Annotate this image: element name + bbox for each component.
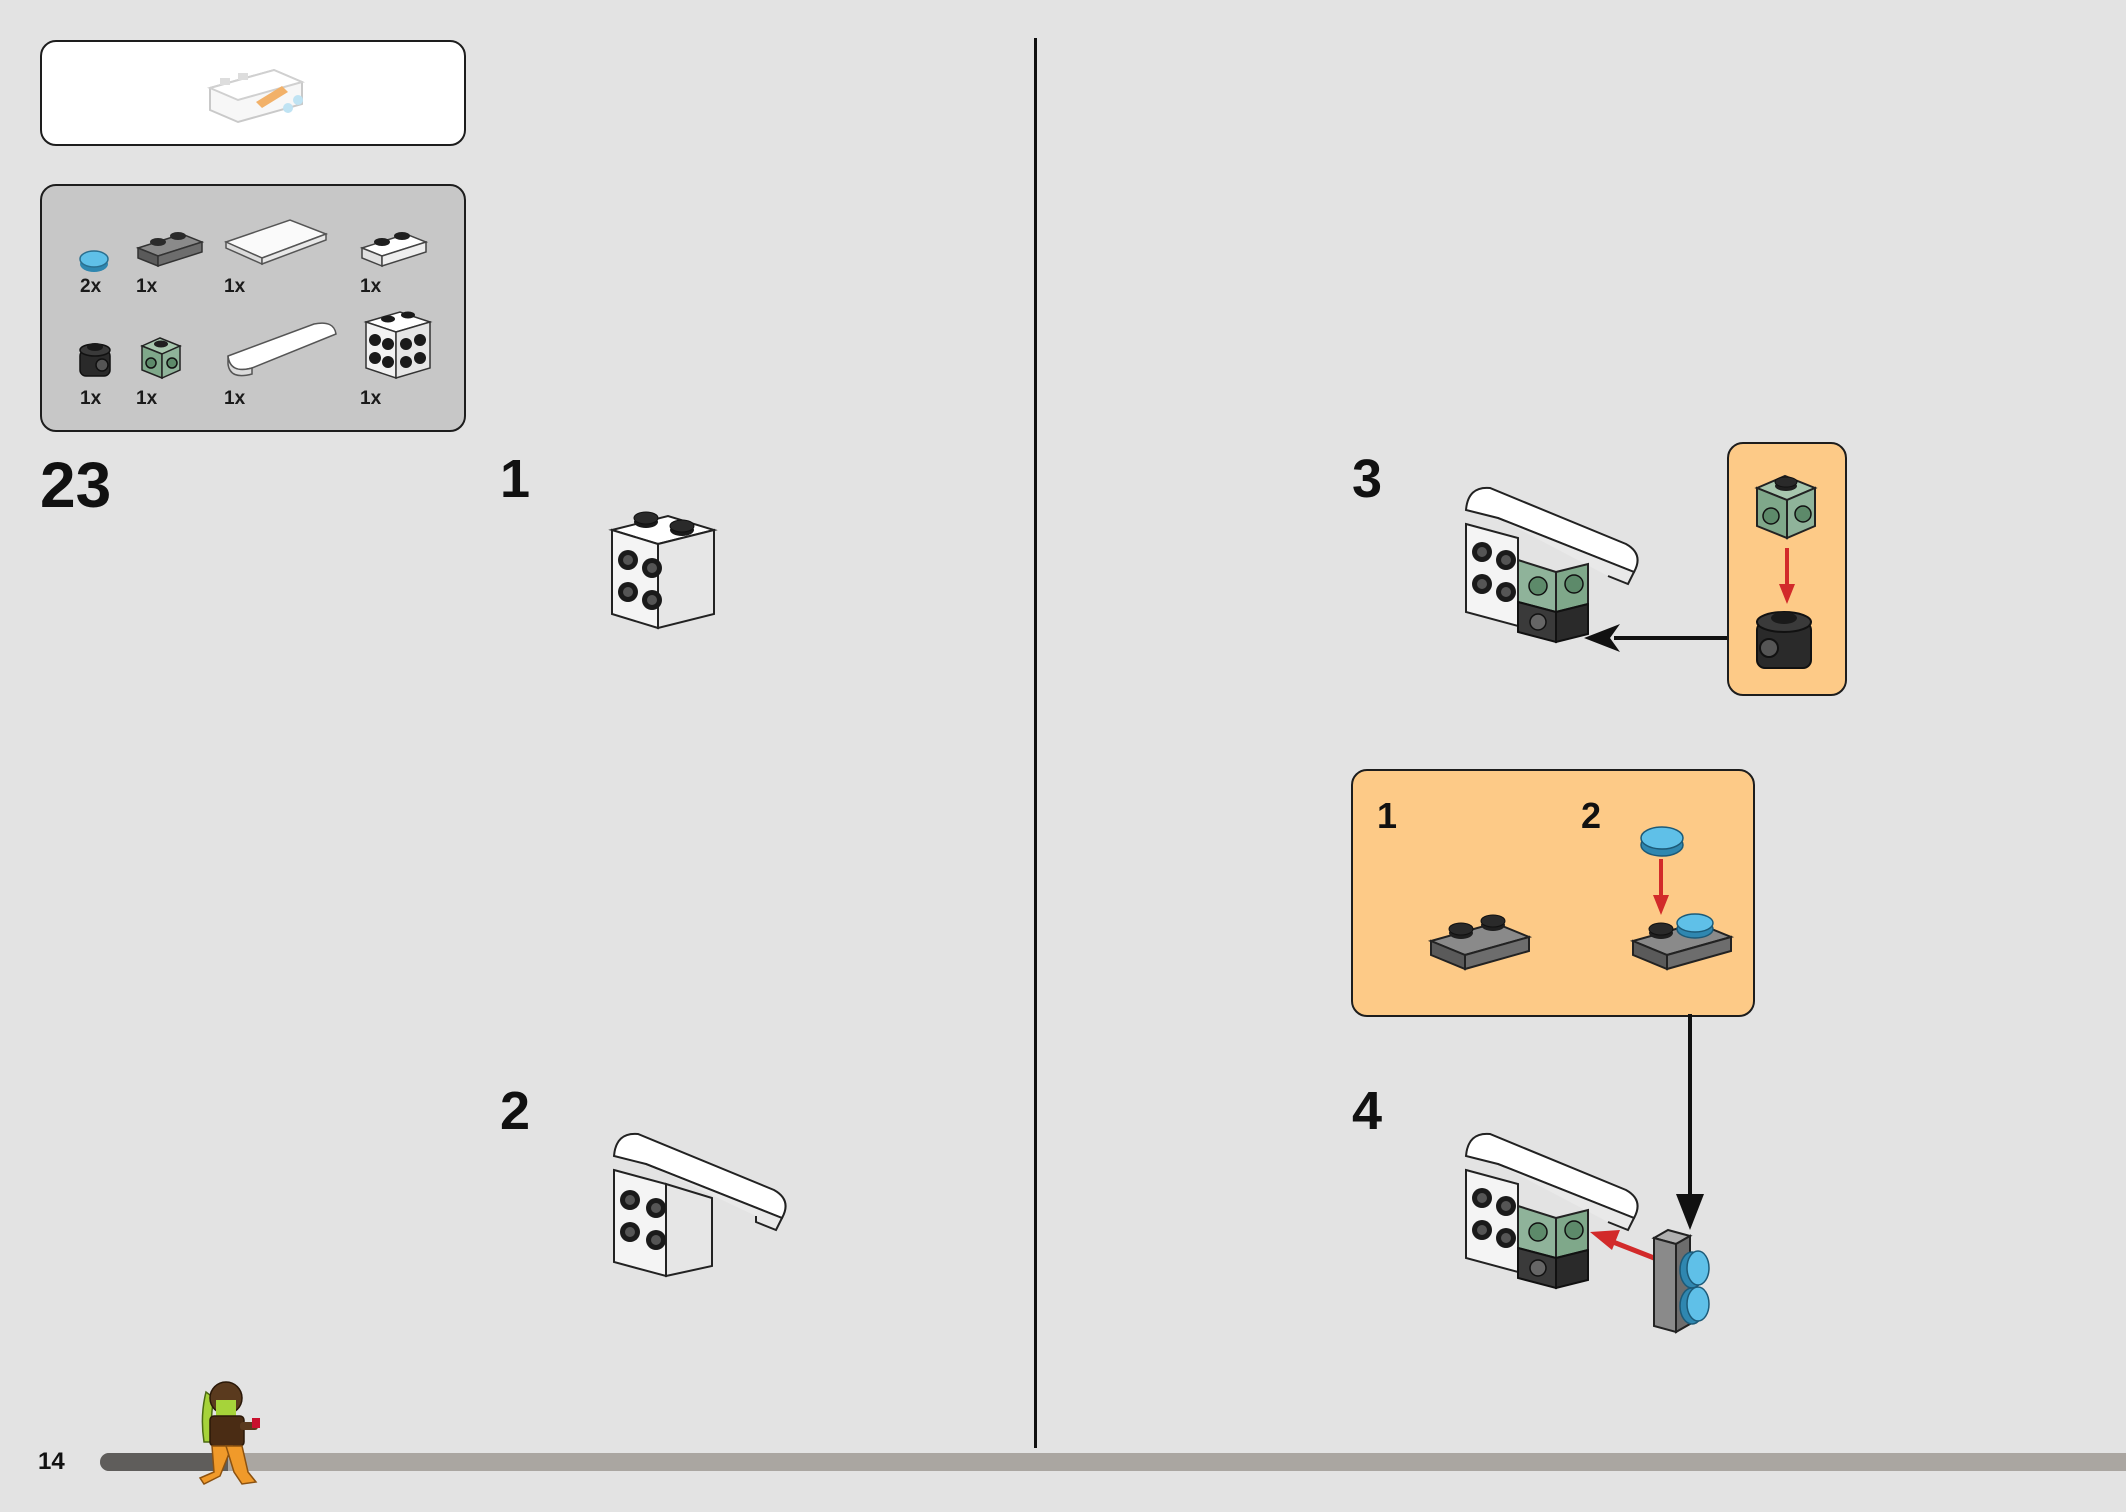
progress-track [100,1453,2126,1471]
trans-blue-round-tile-1x1-icon [1640,826,1684,857]
dark-gray-plate-1x2-icon [135,232,205,268]
callout-subassembly-b: 1 2 [1351,769,1755,1017]
substep-number: 3 [1352,449,1383,509]
assembly-step-3-illustration [1464,486,1639,644]
brick-with-curved-slope-illustration [612,1132,787,1278]
arrow-down-red-icon [1779,548,1795,604]
part-qty: 1x [80,388,102,409]
step-number: 23 [40,449,112,521]
sand-green-brick-1x1-studs-on-side-icon [140,337,182,380]
callout-step-number: 1 [1377,795,1398,836]
callout-subassembly-a [1727,442,1847,696]
white-plate-1x2-icon [359,232,429,268]
small-white-vehicle-icon [207,68,305,124]
part-qty: 2x [80,276,102,297]
white-curved-slope-1x4-icon [227,322,337,377]
substep-number: 2 [500,1081,531,1141]
black-round-brick-1x1-icon [79,343,111,377]
trans-blue-round-tile-1x1-icon [79,250,109,272]
parts-list-box: 2x 1x 1x 1x 1x 1x [40,184,466,432]
sand-green-brick-1x1-studs-on-side-icon [1754,474,1818,540]
white-tile-2x4-icon [223,219,329,266]
arrow-left-icon [1584,624,1728,652]
arrow-down-red-icon [1653,859,1669,915]
part-qty: 1x [360,388,382,409]
minifigure-progress-marker-icon [198,1381,260,1485]
brick-2x2-side-studs-illustration [608,511,718,630]
part-qty: 1x [224,276,246,297]
part-qty: 1x [136,276,158,297]
part-qty: 1x [224,388,246,409]
black-round-brick-1x1-icon [1756,611,1812,669]
substep-number: 1 [500,449,531,509]
submodel-box [40,40,466,146]
substep-number: 4 [1352,1081,1383,1141]
part-qty: 1x [136,388,158,409]
dark-gray-plate-1x2-icon [1427,914,1533,971]
callout-step-number: 2 [1581,795,1602,836]
plate-with-blue-tile-illustration [1629,913,1735,971]
progress-fill [100,1453,228,1471]
page-number: 14 [38,1448,65,1475]
page-divider [1034,38,1037,1448]
part-qty: 1x [360,276,382,297]
white-brick-2x2-studs-on-side-icon [363,311,433,380]
assembly-step-4-illustration [1464,1132,1710,1334]
arrow-down-icon [1676,1014,1704,1230]
